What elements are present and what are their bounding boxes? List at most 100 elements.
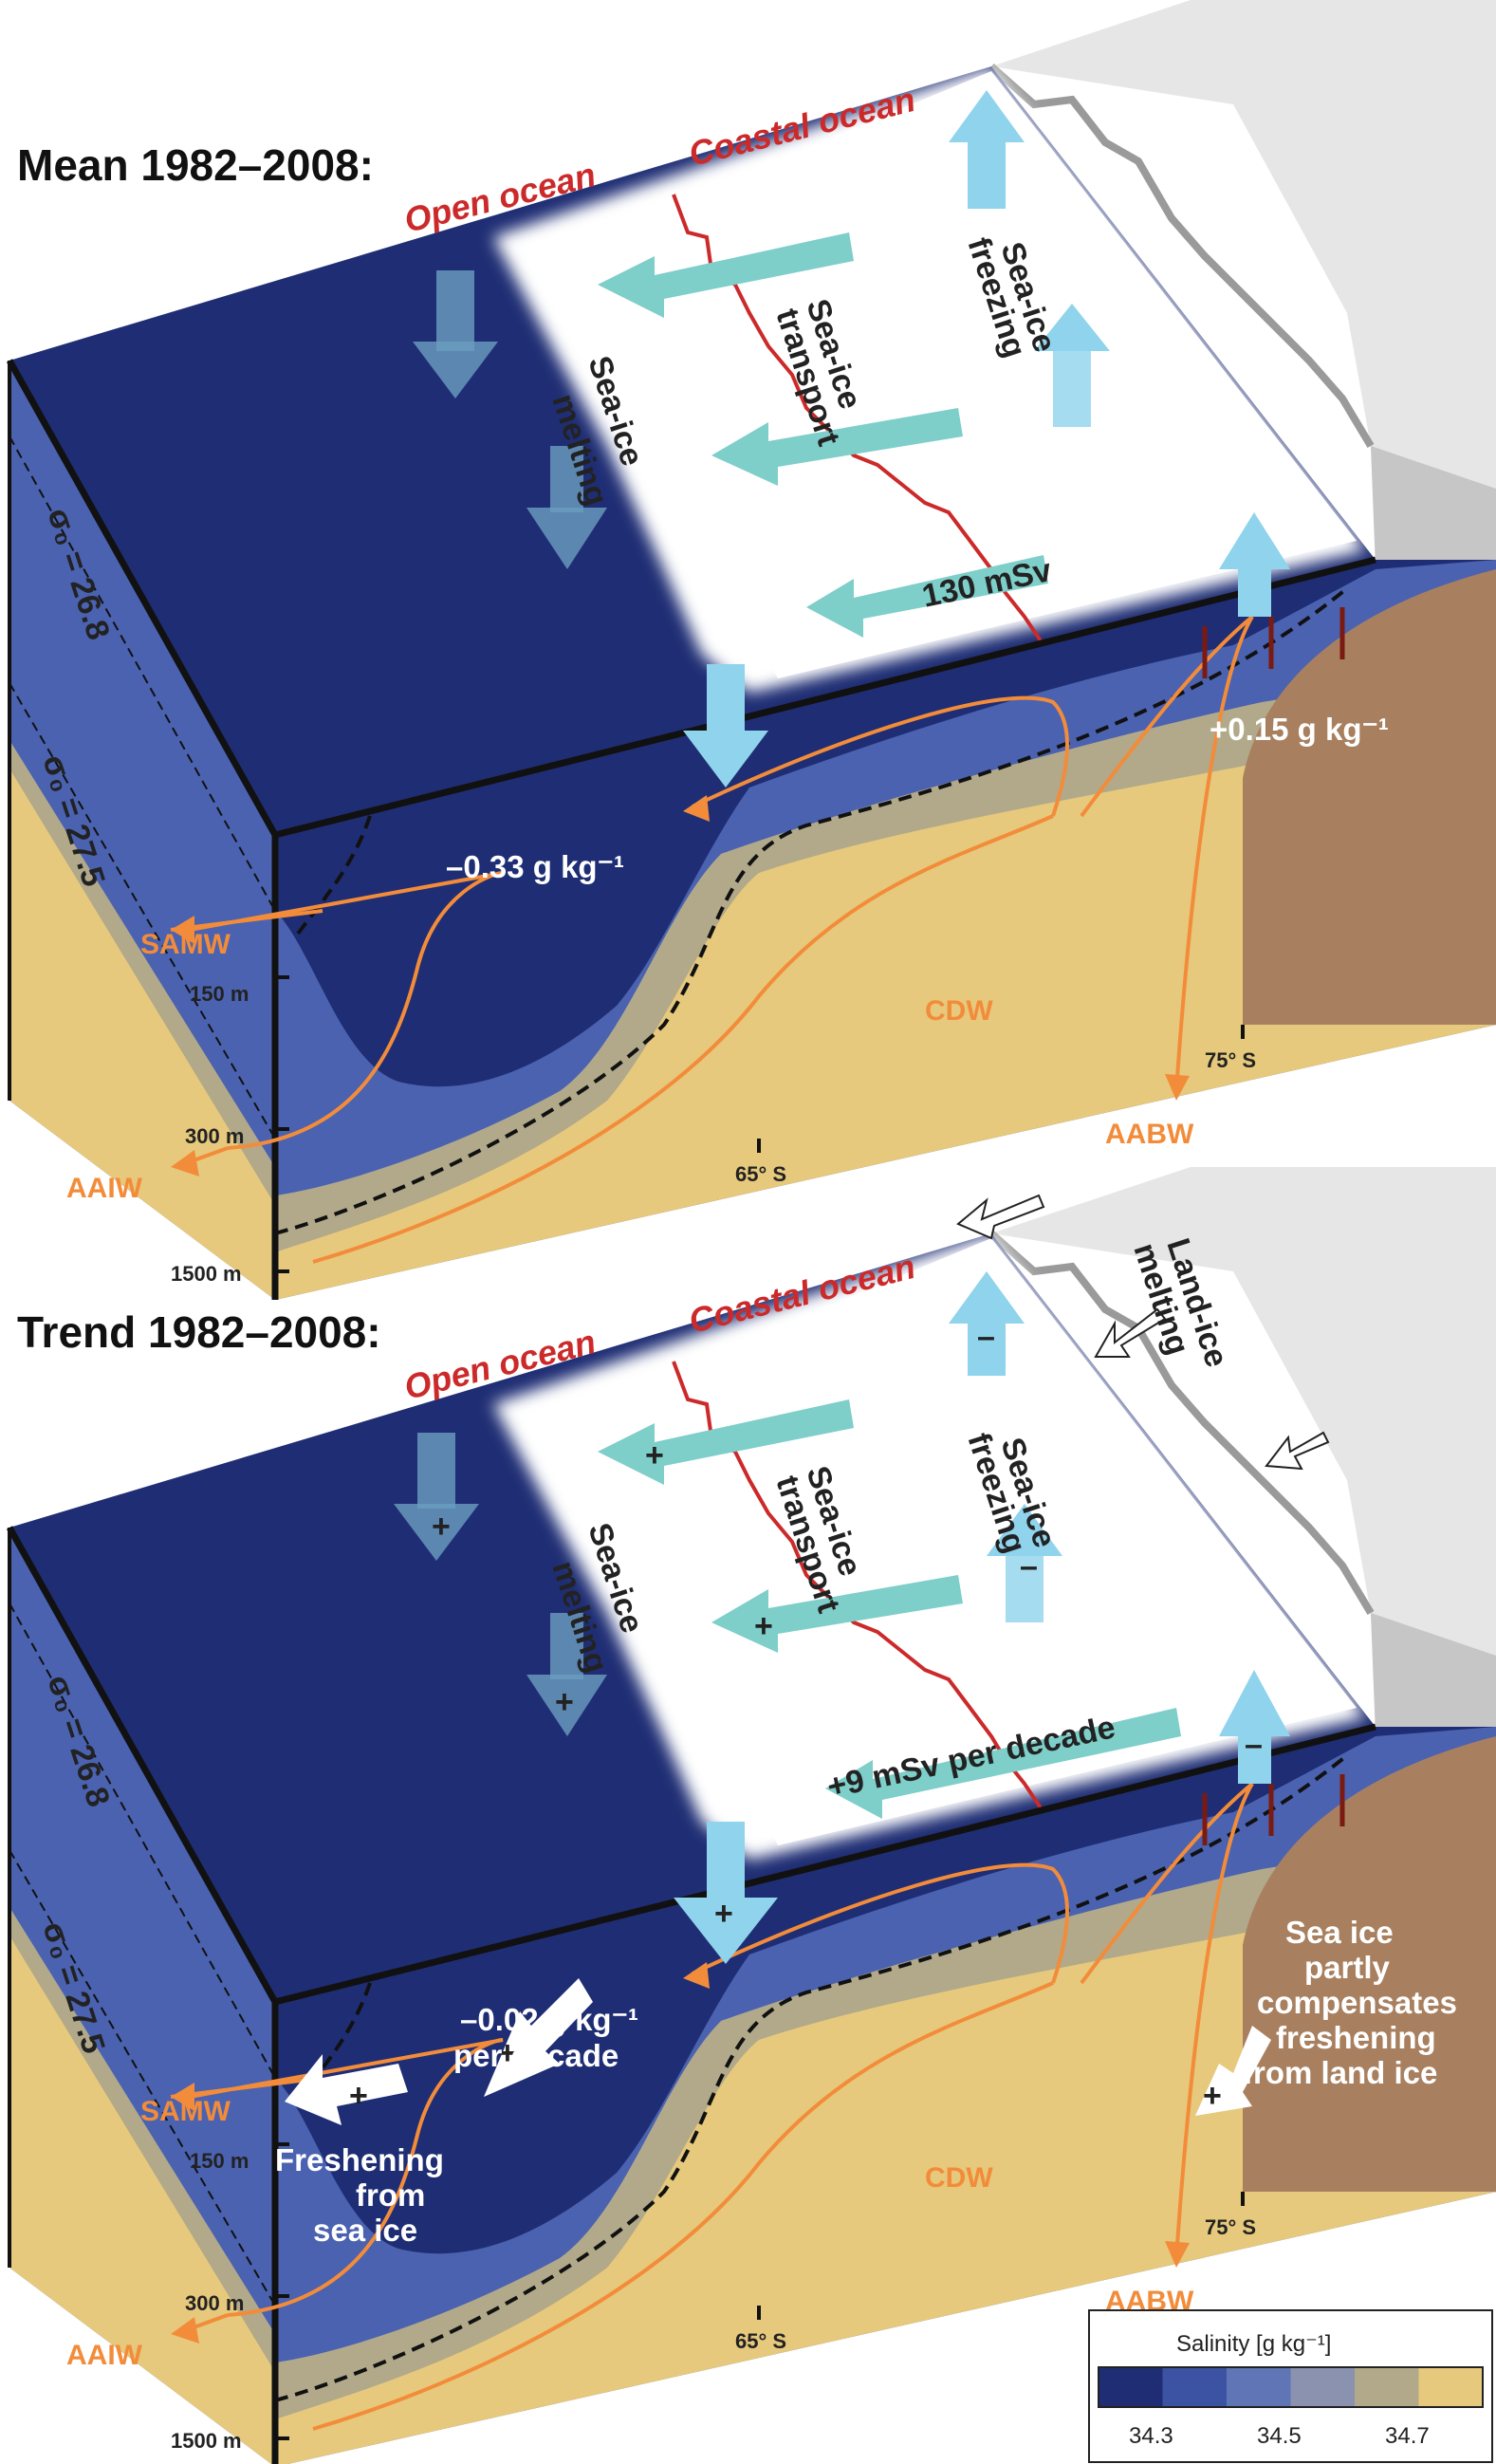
sigma-line-27-5 [9,682,276,1139]
brine-arrows [1202,1774,1345,1845]
depth-axis: 150 m 300 m 1500 m 65° S 75° S [171,2142,1256,2453]
return-arrowhead [683,1962,710,1989]
salinity-legend: Salinity [g kg⁻¹] 34.3 34.5 34.7 [1088,2309,1493,2463]
compensation-4: freshening [1276,2020,1436,2055]
isopycnal-26-8-front [292,815,372,941]
sea-ice-core [569,1238,1357,1845]
land-ice-top [991,1167,1496,1727]
samw-arrowhead [171,2083,194,2111]
sea-ice-transport-arrows [598,232,1048,638]
sea-ice-core [569,71,1357,678]
legend-tick-34-5: 34.5 [1257,2423,1302,2449]
aabw-arrowhead [1165,2241,1190,2268]
melting-arrows [413,270,768,787]
isopycnal-27-5 [274,586,1349,1235]
freezing-arrows [949,1271,1290,1784]
mean-panel: 150 m 300 m 1500 m 65° S 75° S σ₀ = 26.8… [6,0,1496,1300]
legend-swatch [1418,2367,1484,2407]
plus-shelf: + [1203,2078,1222,2114]
left-face-mid [9,740,275,1205]
freshening-arrows [285,1978,1271,2125]
freezing-arrows [949,90,1290,617]
depth-axis: 150 m 300 m 1500 m 65° S 75° S [171,975,1256,1286]
depth-1500: 1500 m [171,2429,242,2453]
left-face-deep [9,1926,275,2464]
sigma-line-27-5 [9,1849,276,2307]
mean-title: Mean 1982–2008: [17,140,374,190]
minus-freezing-1: – [977,1319,995,1355]
shelf-water [1243,1736,1496,2192]
depth-150: 150 m [190,2149,249,2173]
ice-cliff-edge [988,64,1375,449]
layer-34-7 [275,1888,1496,2464]
plus-melting-2: + [555,1684,574,1720]
aabw-label: AABW [1105,1119,1194,1150]
depth-1500: 1500 m [171,1262,242,1286]
open-change-1: –0.02 g kg⁻¹ [460,2002,638,2037]
legend-swatch [1099,2367,1163,2407]
aaiw-label: AAIW [66,1173,143,1204]
aaiw-label: AAIW [66,2340,143,2371]
depth-300: 300 m [185,1124,244,1148]
legend-swatch [1355,2367,1419,2407]
sign-markers: + + + + + + + + – – – [349,1319,1263,2114]
freshening-1: Freshening [275,2142,444,2177]
legend-swatch [1290,2367,1356,2407]
lat-65: 65° S [735,1162,786,1186]
shelf-water [1243,569,1496,1025]
compensation-2: partly [1304,1950,1391,1985]
open-change-2: per decade [453,2038,619,2073]
minus-freezing-2: – [1020,1548,1038,1584]
brine-arrows [1202,607,1345,678]
layer-34-7 [275,721,1496,1300]
ice-cliff-edge [988,1231,1375,1616]
plus-melting-1: + [432,1509,451,1545]
samw-arrowhead [171,916,194,944]
plus-open: + [498,2035,517,2071]
plus-transport-2: + [754,1608,773,1644]
compensation-1: Sea ice [1285,1915,1394,1950]
cdw-label: CDW [925,995,993,1027]
coastal-ocean-change: +0.15 g kg⁻¹ [1210,712,1389,747]
plus-transport-1: + [645,1437,664,1473]
aaiw-arrowhead [171,1150,199,1176]
depth-300: 300 m [185,2291,244,2315]
aabw-arrowhead [1165,1074,1190,1101]
left-face-mid [9,1907,275,2372]
compensation-3: compensates [1257,1985,1457,2020]
legend-colorbar [1099,2367,1484,2407]
plus-coastal: + [714,1896,733,1932]
legend-tick-34-7: 34.7 [1385,2423,1430,2449]
return-arrowhead [683,795,710,822]
aaiw-arrowhead [171,2317,199,2344]
open-ocean-change: –0.33 g kg⁻¹ [446,849,624,884]
land-ice-top [991,0,1496,560]
legend-swatch [1227,2367,1291,2407]
sea-ice-transport-arrows [598,1399,1181,1819]
trend-panel: 150 m 300 m 1500 m 65° S 75° S σ₀ = 26.8… [6,1167,1496,2464]
samw-label: SAMW [140,2096,231,2127]
left-face-deep [9,759,275,1300]
isopycnal-27-5 [274,1753,1349,2402]
melting-arrows [394,1433,778,1964]
minus-freezing-3: – [1245,1727,1263,1763]
legend-frame [1098,2366,1484,2408]
legend-swatch [1162,2367,1228,2407]
circulation-arrows [170,615,1254,1264]
trend-title: Trend 1982–2008: [17,1307,381,1357]
plus-samw: + [349,2078,368,2114]
lat-75: 75° S [1205,1048,1256,1072]
freshening-3: sea ice [313,2213,417,2248]
freshening-2: from [356,2177,425,2213]
legend-tick-34-3: 34.3 [1129,2423,1173,2449]
lat-65: 65° S [735,2329,786,2353]
land-ice-melting-arrows [956,1194,1330,1471]
circulation-arrows [170,1782,1254,2431]
depth-150: 150 m [190,982,249,1006]
lat-75: 75° S [1205,2215,1256,2239]
cdw-label: CDW [925,2162,993,2194]
compensation-5: from land ice [1243,2055,1437,2090]
samw-label: SAMW [140,929,231,960]
legend-title: Salinity [g kg⁻¹] [1176,2331,1331,2357]
